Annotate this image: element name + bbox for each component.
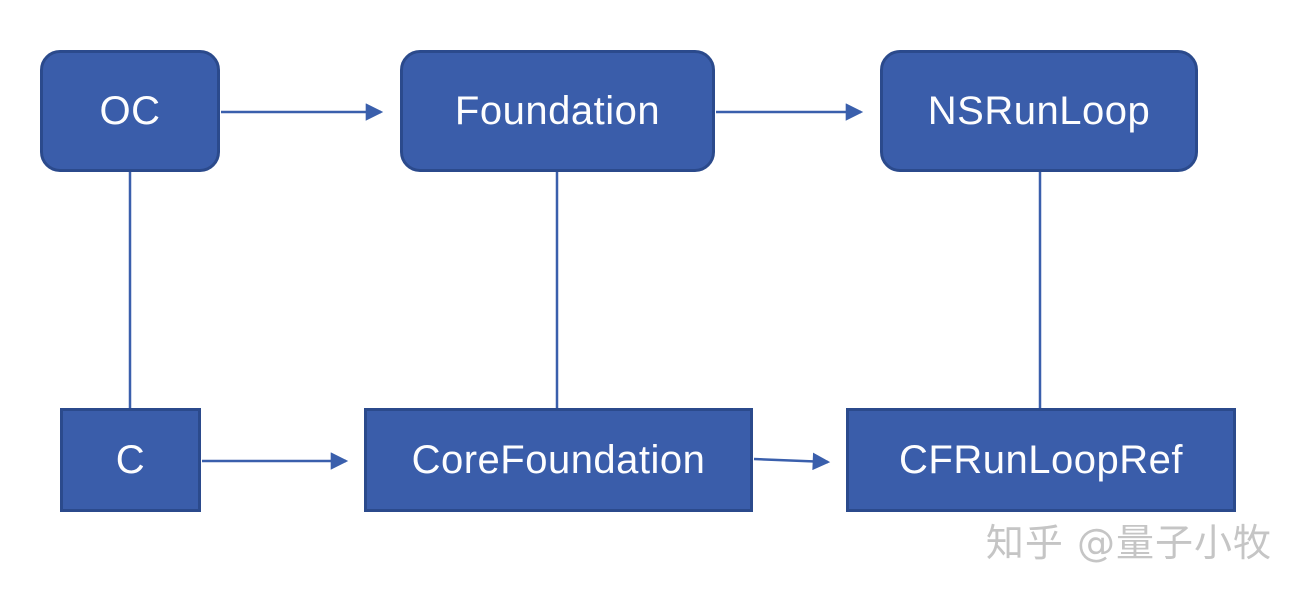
edge-corefoundation-cfrunloopref	[753, 452, 831, 471]
node-nsrunloop: NSRunLoop	[880, 50, 1198, 172]
node-foundation: Foundation	[400, 50, 715, 172]
node-nsrunloop-label: NSRunLoop	[927, 88, 1151, 133]
node-oc-label: OC	[99, 88, 161, 133]
node-corefoundation-label: CoreFoundation	[411, 437, 706, 482]
node-cfrunloopref: CFRunLoopRef	[846, 408, 1236, 512]
node-c-label: C	[115, 437, 146, 482]
node-c: C	[60, 408, 201, 512]
node-corefoundation: CoreFoundation	[364, 408, 753, 512]
node-cfrunloopref-label: CFRunLoopRef	[899, 437, 1183, 482]
zhihu-watermark: 知乎 @量子小牧	[985, 521, 1272, 565]
node-foundation-label: Foundation	[454, 88, 661, 133]
node-oc: OC	[40, 50, 220, 172]
